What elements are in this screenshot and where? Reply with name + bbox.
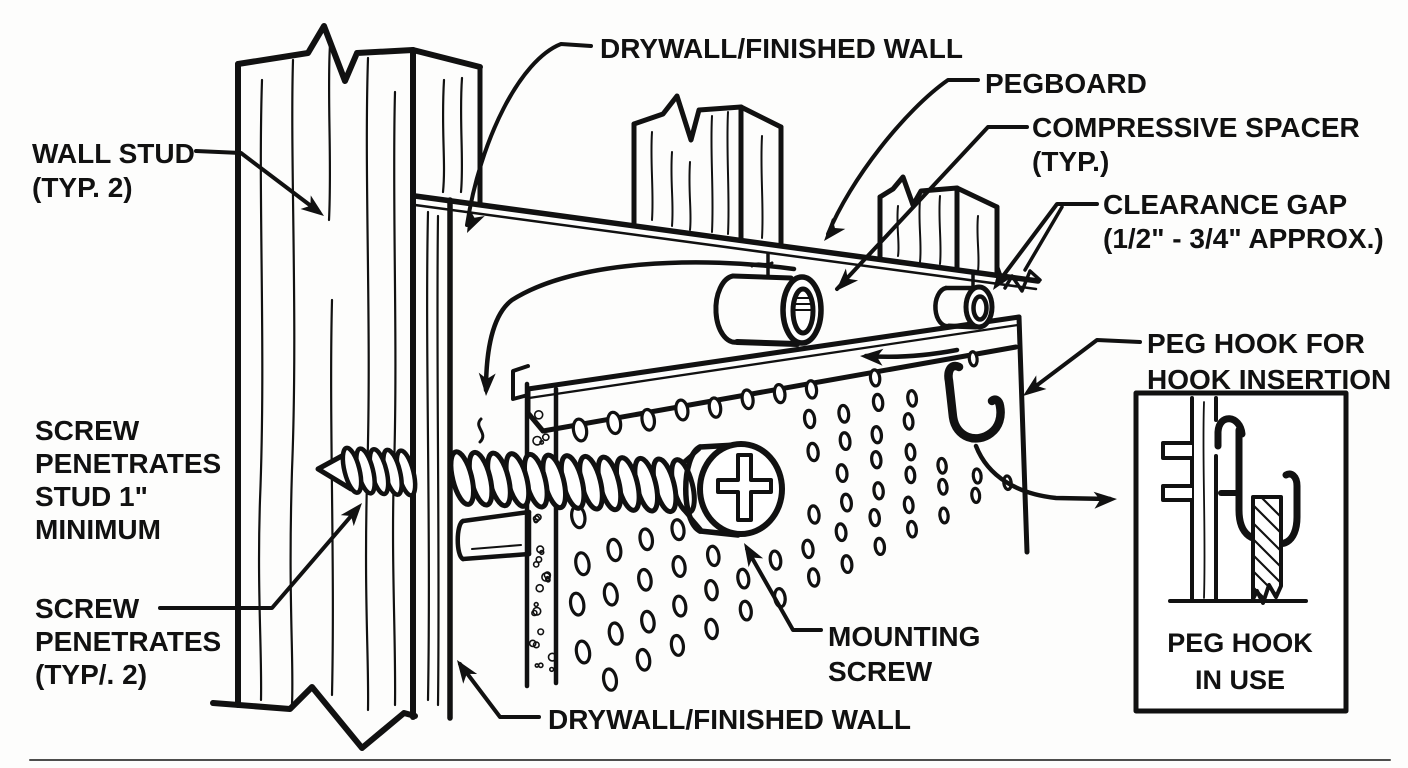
leader-pegboard	[826, 78, 980, 236]
mounting-screw-drawing	[448, 441, 785, 538]
label-drywall-top: DRYWALL/FINISHED WALL	[600, 33, 963, 64]
screw-threads	[340, 445, 418, 498]
label-screw-penetrates-typ: SCREW	[35, 593, 140, 624]
wall-stud-left	[210, 23, 483, 751]
hook-to-inset-arrow	[973, 443, 1113, 502]
gypsum-stipple	[528, 409, 557, 673]
screw-tip-in-stud	[315, 445, 418, 498]
pegboard-panel	[511, 314, 1030, 692]
wall-stud-middle	[631, 93, 784, 246]
leader-mounting-screw	[745, 547, 823, 632]
leader-drywall-bottom	[458, 662, 541, 719]
compressive-spacer-small	[933, 270, 995, 330]
label-clearance-gap: (1/2" - 3/4" APPROX.)	[1103, 223, 1384, 254]
label-drywall-bottom: DRYWALL/FINISHED WALL	[548, 704, 911, 735]
label-pegboard: PEGBOARD	[985, 68, 1147, 99]
label-screw-penetrates-stud: PENETRATES	[35, 448, 221, 479]
leader-screw-penetrates	[158, 506, 360, 610]
leader-clearance-gap	[995, 202, 1099, 286]
phillips-cross	[716, 453, 773, 522]
annotation-arrows	[477, 260, 1113, 502]
label-wall-stud: (TYP. 2)	[32, 172, 133, 203]
label-inset-caption: PEG HOOK	[1167, 628, 1313, 658]
label-screw-penetrates-stud: STUD 1"	[35, 481, 148, 512]
label-screw-penetrates-stud: MINIMUM	[35, 514, 161, 545]
wood-grain	[650, 111, 764, 239]
label-wall-stud: WALL STUD	[32, 138, 195, 169]
label-screw-penetrates-stud: SCREW	[35, 415, 140, 446]
leader-drywall-top	[465, 42, 593, 227]
wood-grain	[896, 195, 980, 272]
label-screw-penetrates-typ: (TYP/. 2)	[35, 659, 147, 690]
peg-hook	[944, 361, 1005, 443]
label-compressive-spacer: COMPRESSIVE SPACER	[1032, 112, 1360, 143]
label-compressive-spacer: (TYP.)	[1032, 146, 1109, 177]
label-inset-caption: IN USE	[1195, 665, 1285, 695]
label-peg-hook-insertion: PEG HOOK FOR	[1147, 328, 1365, 359]
label-mounting-screw: SCREW	[828, 656, 933, 687]
label-clearance-gap: CLEARANCE GAP	[1103, 189, 1347, 220]
screw-threads	[448, 449, 697, 515]
tool-hatching	[1253, 497, 1281, 603]
wood-grain	[257, 43, 464, 712]
push-back-arc-arrow	[483, 260, 797, 393]
leader-wall-stud	[194, 149, 321, 214]
leader-compressive-spacer	[835, 125, 1029, 291]
leader-arrowheads	[300, 195, 1117, 684]
spacer-bracket	[455, 509, 532, 562]
gap-squiggle	[1003, 269, 1042, 293]
pegboard-holes	[568, 350, 1013, 692]
leader-peg-hook-insertion	[1026, 338, 1142, 394]
leader-lines	[158, 42, 1142, 719]
inset-peg-hook-in-use	[1133, 390, 1349, 714]
label-peg-hook-insertion: HOOK INSERTION	[1147, 364, 1391, 395]
label-mounting-screw: MOUNTING	[828, 621, 980, 652]
label-screw-penetrates-typ: PENETRATES	[35, 626, 221, 657]
